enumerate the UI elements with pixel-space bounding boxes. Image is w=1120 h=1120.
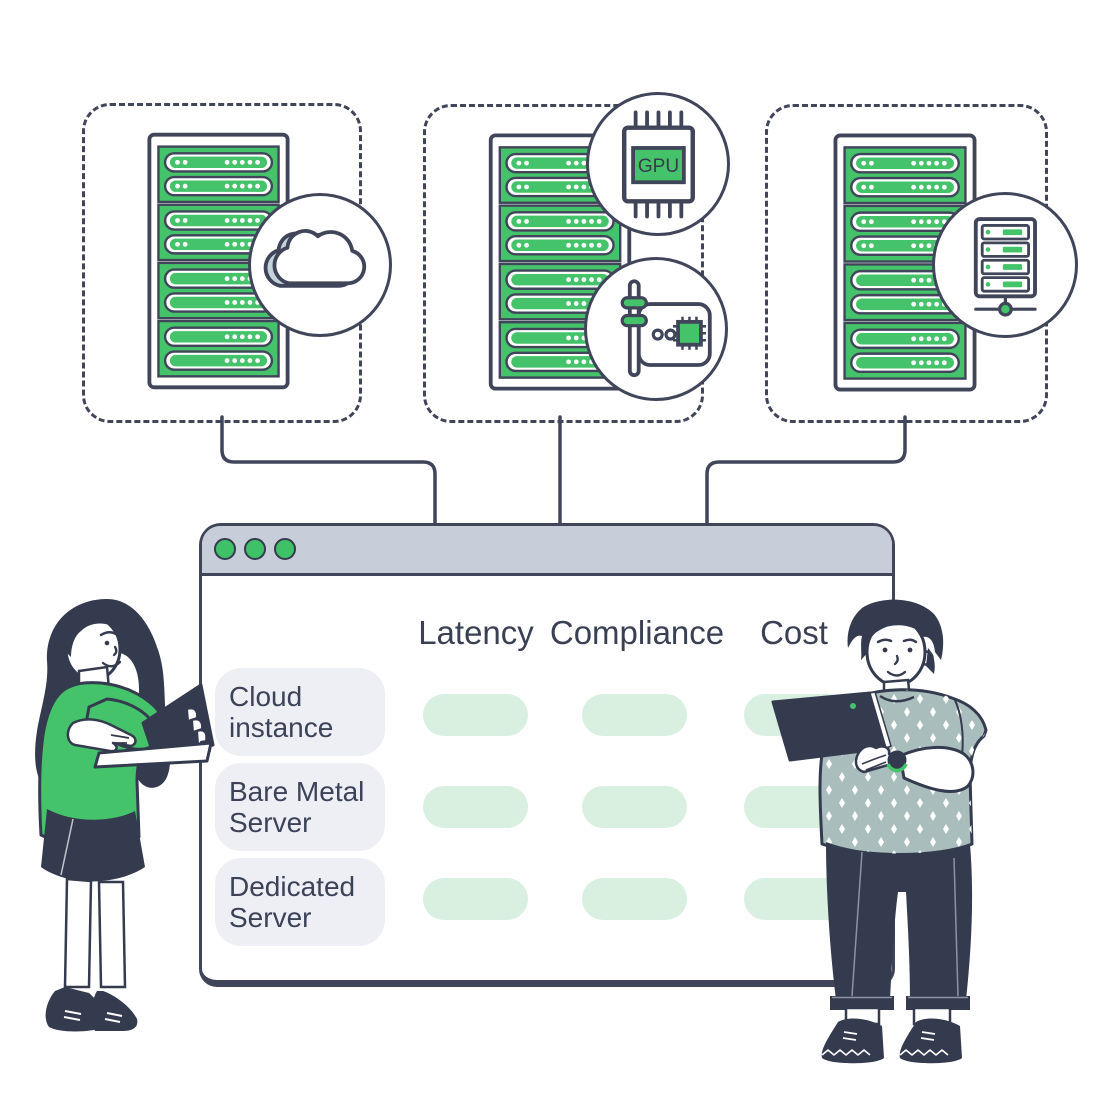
row-label-cloud-instance: Cloud instance <box>215 668 385 756</box>
woman-shoe <box>91 991 138 1031</box>
column-header-latency: Latency <box>418 614 534 651</box>
gpu-chip-icon: GPU <box>621 110 695 218</box>
gpu-badge-label: GPU <box>637 156 678 177</box>
gpu-badge: GPU <box>586 92 730 236</box>
table-cell <box>423 694 528 736</box>
woman-with-laptop <box>15 595 225 1045</box>
network-card-icon <box>620 278 712 377</box>
network-card-badge <box>584 257 728 401</box>
rack-group-gpu <box>423 104 704 423</box>
man-boot <box>899 1018 962 1064</box>
rack-server-icon <box>973 216 1037 317</box>
table-cell <box>582 878 687 920</box>
table-cell <box>423 878 528 920</box>
row-label-bare-metal-server: Bare Metal Server <box>215 763 385 851</box>
cloud-icon <box>263 228 366 288</box>
woman-shoe <box>45 987 104 1032</box>
traffic-light-icon <box>244 538 266 560</box>
traffic-light-icon <box>214 538 236 560</box>
window-titlebar <box>202 526 892 576</box>
table-cell <box>423 786 528 828</box>
watch <box>887 750 907 770</box>
man-pants <box>826 842 973 1000</box>
browser-window: Latency Compliance Cost Cloud instance B… <box>199 523 895 987</box>
comparison-table: Latency Compliance Cost Cloud instance B… <box>202 576 892 980</box>
laptop-base <box>93 741 213 769</box>
traffic-light-icon <box>274 538 296 560</box>
tablet-camera-dot <box>850 703 856 709</box>
table-cell <box>582 786 687 828</box>
woman-skirt <box>41 809 145 882</box>
cloud-badge <box>248 193 392 337</box>
table-cell <box>582 694 687 736</box>
column-header-compliance: Compliance <box>549 614 725 651</box>
column-header-cost: Cost <box>760 614 828 651</box>
man-boot <box>821 1018 884 1064</box>
man-with-tablet <box>758 590 998 1070</box>
row-label-dedicated-server: Dedicated Server <box>215 858 385 946</box>
rack-server-badge <box>932 192 1078 338</box>
